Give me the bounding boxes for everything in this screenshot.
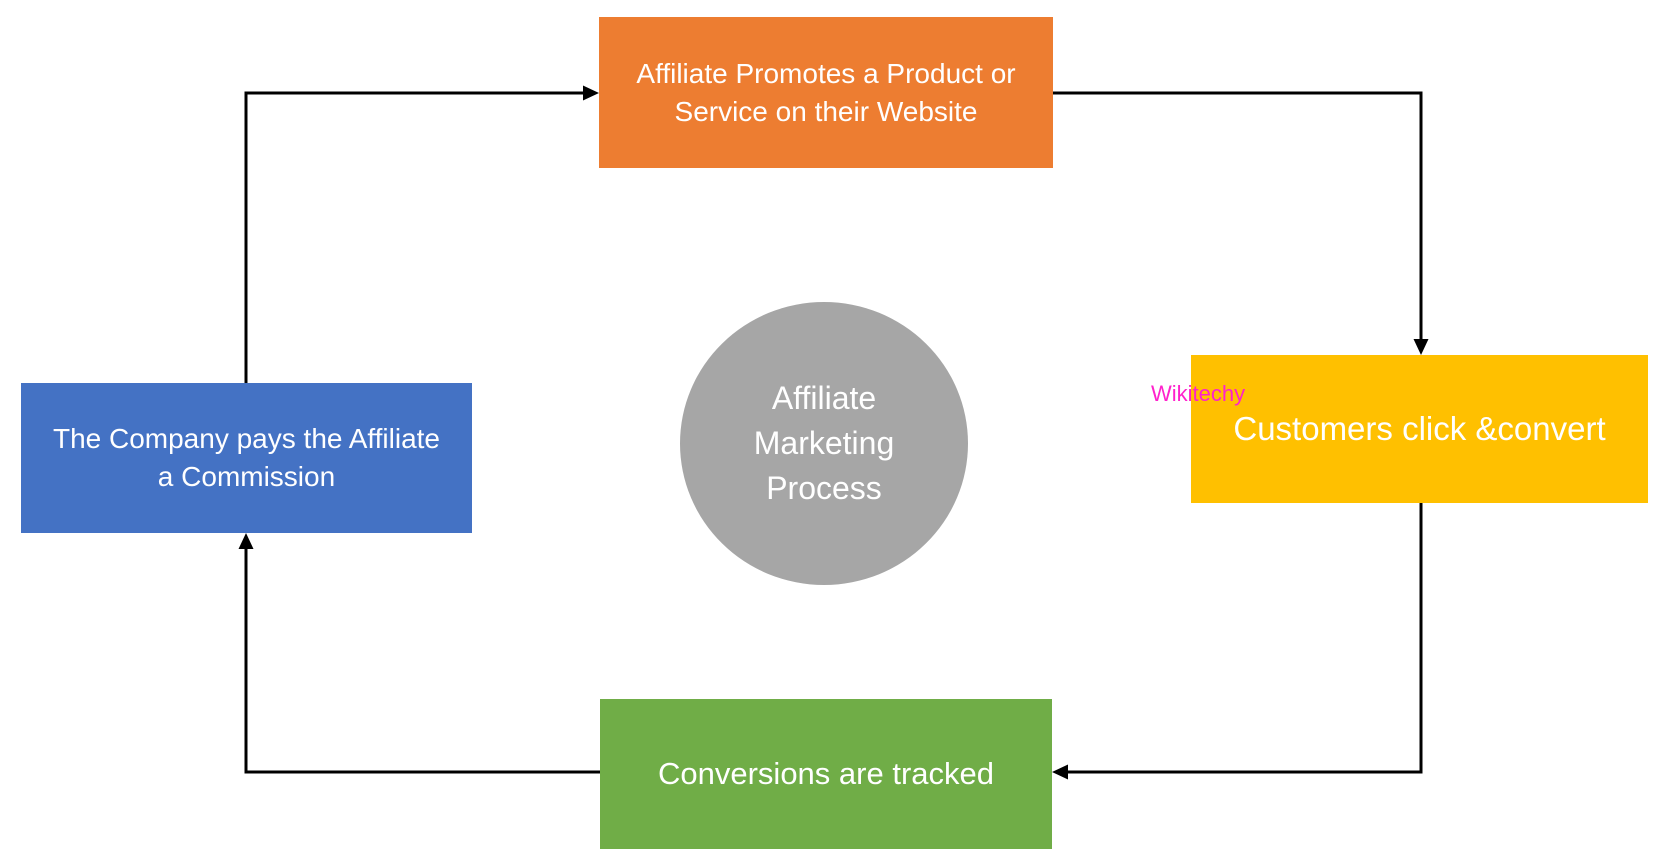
connector-line: [1053, 91, 1423, 339]
node-customers-click-convert: Customers click &convert: [1191, 355, 1648, 503]
node-text-line: a Commission: [157, 461, 336, 492]
node-company-pays-commission: The Company pays the Affiliate a Commiss…: [21, 383, 472, 533]
node-affiliate-promotes: Affiliate Promotes a Product or Service …: [599, 17, 1053, 168]
node-text-line: Customers click &convert: [1233, 410, 1606, 447]
arrow-customers-to-conversions: [1052, 503, 1423, 780]
center-circle-title: Affiliate Marketing Process: [680, 302, 968, 585]
arrowhead-left-icon: [1052, 764, 1068, 780]
arrow-promote-to-customers: [1053, 91, 1429, 355]
arrow-conversions-to-company: [238, 533, 600, 774]
arrow-company-to-promote: [244, 85, 599, 383]
node-text-line: Conversions are tracked: [658, 756, 994, 791]
connector-line: [244, 549, 600, 774]
node-text-line: The Company pays the Affiliate: [52, 423, 441, 454]
circle-text-line: Affiliate: [771, 380, 877, 416]
wikitechy-watermark: Wikitechy: [1151, 381, 1246, 406]
arrowhead-right-icon: [583, 85, 599, 101]
node-conversions-tracked: Conversions are tracked: [600, 699, 1052, 849]
node-text-line: Service on their Website: [674, 95, 978, 127]
arrowhead-up-icon: [238, 533, 254, 549]
circle-text-line: Process: [766, 470, 882, 506]
connector-line: [1068, 503, 1423, 774]
connector-line: [244, 91, 583, 383]
circle-text-line: Marketing: [753, 425, 895, 461]
arrowhead-down-icon: [1413, 339, 1429, 355]
node-text-line: Affiliate Promotes a Product or: [636, 57, 1016, 89]
